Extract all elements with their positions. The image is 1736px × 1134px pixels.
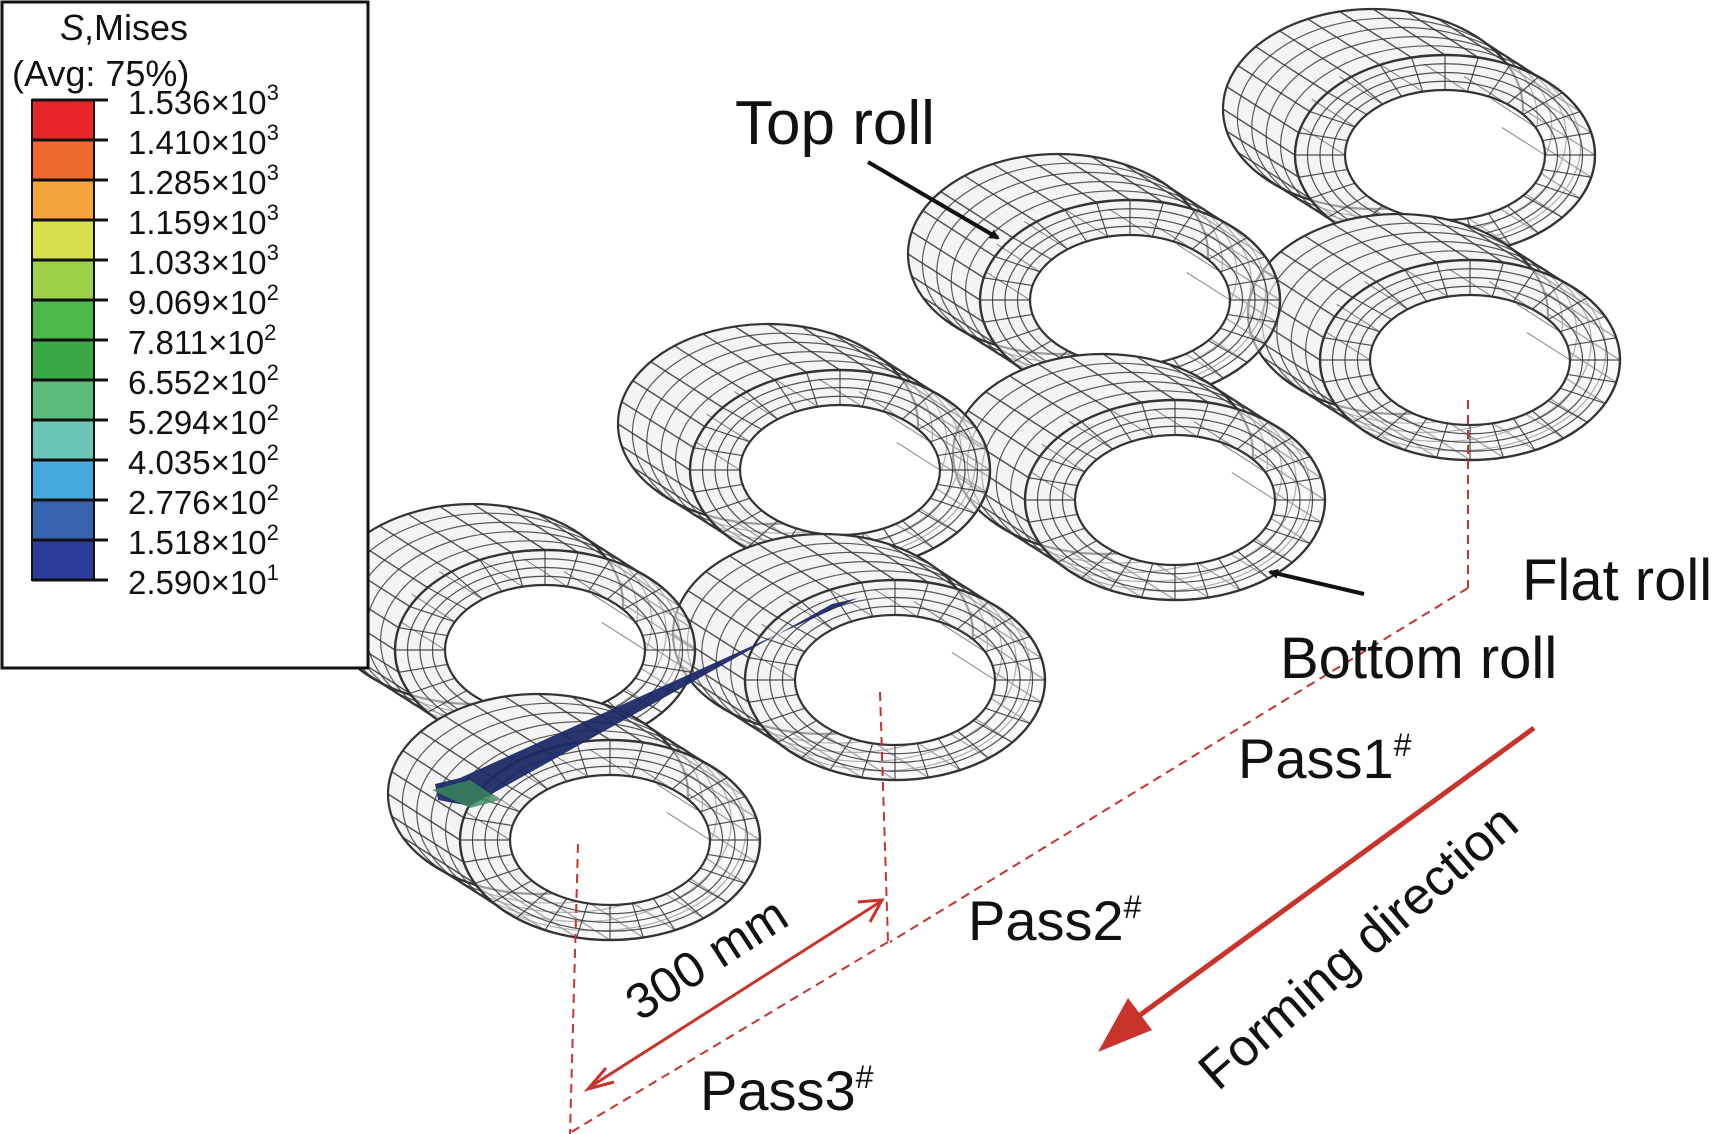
- top-roll-label: Top roll: [735, 89, 935, 158]
- pass2-bottom-roll: [951, 352, 1327, 602]
- bottom-roll-label: Bottom roll: [1280, 626, 1557, 691]
- legend-color-bar: [31, 98, 108, 582]
- pass3-bottom-roll: [671, 532, 1047, 782]
- bottom-roll-pointer-arrow: [1268, 568, 1365, 596]
- roll-meshes: [321, 7, 1622, 942]
- dimension-arrow: [583, 898, 885, 1092]
- legend-value-label: 1.410×103: [128, 120, 279, 161]
- legend-band: [32, 140, 94, 180]
- front-top-roll: [321, 502, 697, 752]
- legend-value-label: 1.536×103: [128, 80, 279, 121]
- pass3-top-roll: [616, 322, 992, 572]
- metal-strip-tip: [432, 780, 500, 808]
- legend-band: [32, 460, 94, 500]
- legend-band: [32, 340, 94, 380]
- pass1-bottom-roll: [1246, 212, 1622, 462]
- legend-value-label: 7.811×102: [128, 320, 276, 361]
- legend-band: [32, 180, 94, 220]
- legend-value-label: 4.035×102: [128, 440, 279, 481]
- forming-direction-label: Forming direction: [1188, 794, 1529, 1101]
- pass3-vertical-guide: [569, 843, 579, 1134]
- flat-roll-label: Flat roll: [1522, 548, 1712, 613]
- legend-band: [32, 100, 94, 140]
- legend-value-label: 1.033×103: [128, 240, 279, 281]
- legend-band: [32, 380, 94, 420]
- pass2-vertical-guide: [879, 691, 889, 943]
- pass2-top-roll: [906, 152, 1282, 402]
- legend-band: [32, 260, 94, 300]
- top-roll-pointer-arrow: [866, 160, 1000, 240]
- pass2-diagonal-guide: [567, 941, 889, 1134]
- legend-band: [32, 300, 94, 340]
- legend-band: [32, 500, 94, 540]
- legend-title: S,Mises: [60, 7, 188, 48]
- pass2-label: Pass2#: [968, 889, 1142, 952]
- legend-value-label: 2.776×102: [128, 480, 279, 521]
- stress-legend: S,Mises (Avg: 75%) 1.536×1031.410×1031.2…: [0, 0, 370, 670]
- metal-strip: [435, 598, 858, 806]
- legend-value-label: 1.518×102: [128, 520, 279, 561]
- legend-value-label: 5.294×102: [128, 400, 279, 441]
- legend-band: [32, 540, 94, 580]
- legend-value-label: 1.285×103: [128, 160, 279, 201]
- legend-value-labels: 1.536×1031.410×1031.285×1031.159×1031.03…: [128, 80, 279, 601]
- legend-value-label: 9.069×102: [128, 280, 279, 321]
- legend-subtitle: (Avg: 75%): [12, 53, 189, 94]
- pass3-label: Pass3#: [700, 1059, 874, 1122]
- forming-direction-arrow: [1098, 725, 1536, 1052]
- legend-value-label: 1.159×103: [128, 200, 279, 241]
- pass1-top-roll: [1221, 7, 1597, 257]
- pass1-label: Pass1#: [1238, 727, 1412, 790]
- legend-value-label: 6.552×102: [128, 360, 279, 401]
- pass-guide-lines: [567, 400, 1469, 1134]
- legend-band: [32, 220, 94, 260]
- legend-band: [32, 420, 94, 460]
- pass1-diagonal-guide: [889, 587, 1469, 943]
- legend-value-label: 2.590×101: [128, 560, 279, 601]
- front-bottom-roll: [386, 692, 762, 942]
